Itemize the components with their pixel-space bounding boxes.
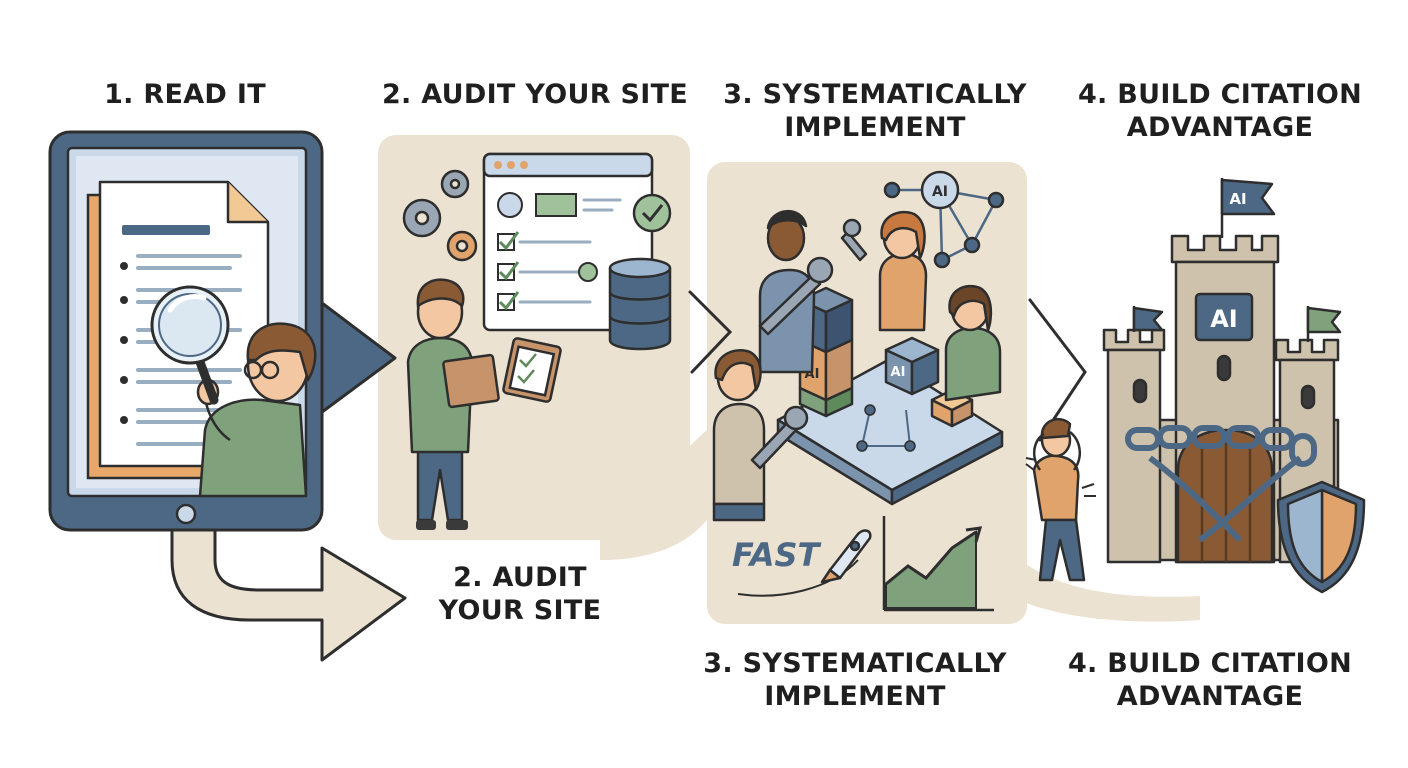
- chevron-2-3: [688, 290, 733, 374]
- chevron-3-4: [1028, 298, 1087, 442]
- rocket-icon: [737, 529, 872, 597]
- wrench-icon: [750, 218, 868, 470]
- ai-flag-text: AI: [1229, 190, 1246, 208]
- step-4-top-label: 4. BUILD CITATION ADVANTAGE: [1070, 78, 1370, 144]
- step-3-bottom-line-1: 3. SYSTEMATICALLY: [703, 648, 1007, 679]
- ai-node-text: AI: [932, 184, 948, 200]
- curved-arrow-1-2: [170, 518, 407, 662]
- step-2-bottom-line-2: YOUR SITE: [438, 595, 602, 626]
- step-4-bottom-line-1: 4. BUILD CITATION: [1067, 648, 1353, 679]
- step-4-top-line-2: ADVANTAGE: [1126, 112, 1314, 143]
- team-people: [712, 209, 1002, 522]
- ribbon-bridge-3-4: [1020, 560, 1200, 622]
- flag-icon: [1132, 178, 1342, 342]
- ribbon-bridge-2-3: [600, 430, 707, 560]
- ai-network-icon: [883, 170, 1005, 269]
- checkbox-icon: [497, 193, 672, 311]
- ai-cube-right-text: AI: [891, 365, 906, 380]
- step-2-top-line-1: 2. AUDIT YOUR SITE: [381, 79, 689, 110]
- step-3-bottom-line-2: IMPLEMENT: [764, 681, 946, 712]
- ai-castle-text: AI: [1210, 305, 1238, 333]
- step-3-bottom-label: 3. SYSTEMATICALLY IMPLEMENT: [695, 647, 1015, 713]
- step-2-bottom-line-1: 2. AUDIT: [453, 562, 587, 593]
- gear-icon: [402, 169, 478, 262]
- chain-icon: [1125, 425, 1317, 543]
- shield-icon: [1276, 480, 1366, 594]
- growth-chart-icon: [882, 516, 994, 612]
- step-4-bottom-label: 4. BUILD CITATION ADVANTAGE: [1060, 647, 1360, 713]
- step-3-top-label: 3. SYSTEMATICALLY IMPLEMENT: [715, 78, 1035, 144]
- step-1-top-label: 1. READ IT: [95, 78, 275, 111]
- clipboard-icon: [442, 337, 562, 409]
- reader-person: [196, 322, 317, 498]
- fast-text: FAST: [732, 536, 822, 574]
- step-4-bottom-line-2: ADVANTAGE: [1116, 681, 1304, 712]
- step-3-top-line-1: 3. SYSTEMATICALLY: [723, 79, 1027, 110]
- step-2-bottom-label: 2. AUDIT YOUR SITE: [425, 561, 615, 627]
- step-1-top-line-1: 1. READ IT: [104, 79, 266, 110]
- stressed-person: [1025, 418, 1096, 582]
- magnifier-icon: [150, 285, 230, 405]
- step-3-top-line-2: IMPLEMENT: [784, 112, 966, 143]
- step-2-top-label: 2. AUDIT YOUR SITE: [380, 78, 690, 111]
- step-4-top-line-1: 4. BUILD CITATION: [1077, 79, 1363, 110]
- database-icon: [608, 257, 672, 351]
